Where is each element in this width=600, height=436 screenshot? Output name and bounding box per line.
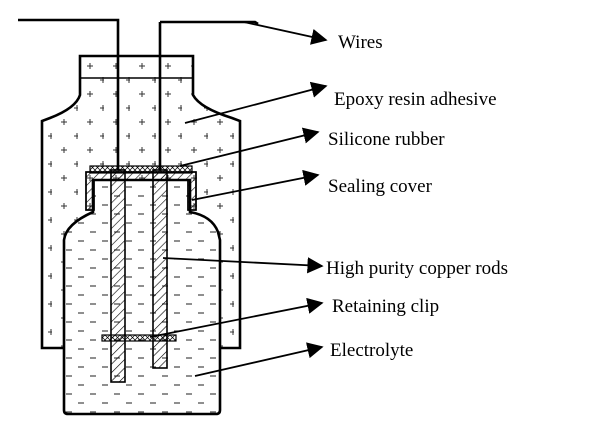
arrow-epoxy — [184, 81, 328, 124]
arrow-wires — [243, 21, 328, 45]
copper-rods — [110, 169, 168, 383]
arrow-clip — [149, 297, 324, 338]
copper-rod-right — [152, 169, 168, 369]
copper-rod-left — [110, 169, 126, 383]
arrow-electrolyte — [194, 342, 324, 377]
label-sealing: Sealing cover — [328, 176, 433, 197]
wires — [18, 18, 259, 170]
label-wires: Wires — [338, 32, 383, 53]
label-silicone: Silicone rubber — [328, 129, 445, 150]
label-electrolyte: Electrolyte — [330, 340, 413, 361]
leader-arrows — [149, 21, 328, 377]
label-epoxy: Epoxy resin adhesive — [334, 89, 497, 110]
silicone-rubber-layer — [89, 165, 193, 174]
label-clip: Retaining clip — [332, 296, 439, 317]
inner-bottle — [62, 178, 222, 416]
sealing-cover — [85, 171, 197, 211]
retaining-clip — [101, 334, 177, 342]
arrow-silicone — [179, 127, 320, 167]
arrow-sealing — [191, 169, 320, 201]
label-copper: High purity copper rods — [326, 258, 508, 279]
arrow-copper — [162, 257, 324, 274]
